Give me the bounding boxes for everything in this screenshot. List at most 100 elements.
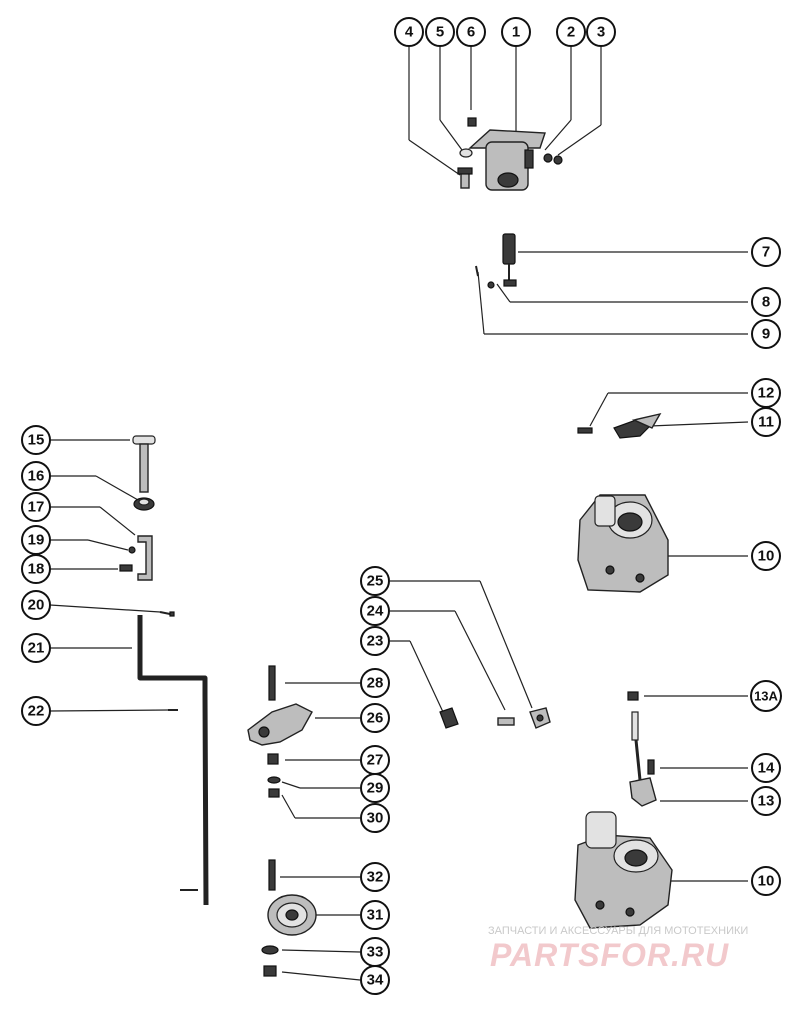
svg-text:9: 9 [762, 326, 770, 343]
svg-text:4: 4 [405, 24, 414, 41]
svg-text:2: 2 [567, 24, 575, 41]
callout-28: 28 [360, 668, 390, 698]
callout-32: 32 [360, 862, 390, 892]
svg-text:28: 28 [367, 675, 384, 692]
leader-lines-15-22 [49, 439, 169, 712]
callout-1: 1 [501, 17, 531, 47]
callout-24: 24 [360, 596, 390, 626]
washer-nut-parts-33-34 [261, 945, 279, 977]
linkage-parts-13-14 [627, 691, 657, 807]
svg-text:27: 27 [367, 752, 384, 769]
stud-part-32 [268, 859, 276, 891]
callout-7: 7 [751, 237, 781, 267]
svg-text:10: 10 [758, 548, 775, 565]
nuts-parts-27-30 [267, 753, 281, 798]
callout-22: 22 [21, 696, 51, 726]
callout-10-upper: 10 [751, 541, 781, 571]
svg-text:24: 24 [367, 603, 384, 620]
callout-16: 16 [21, 461, 51, 491]
leader-lines-23-25 [390, 580, 533, 713]
callout-23: 23 [360, 626, 390, 656]
callout-5: 5 [425, 17, 455, 47]
svg-text:1: 1 [512, 24, 520, 41]
linkage-parts-23-25 [439, 707, 551, 729]
svg-text:13A: 13A [754, 689, 778, 704]
callout-29: 29 [360, 773, 390, 803]
callout-10-lower: 10 [751, 866, 781, 896]
callout-21: 21 [21, 633, 51, 663]
callout-18: 18 [21, 554, 51, 584]
leader-lines-13-14 [644, 695, 748, 882]
svg-text:26: 26 [367, 710, 384, 727]
watermark-logo: PARTSFOR.RU [490, 937, 729, 973]
svg-text:19: 19 [28, 532, 45, 549]
pump-housing-upper-part-10 [577, 494, 669, 593]
svg-text:32: 32 [367, 869, 384, 886]
svg-text:7: 7 [762, 244, 770, 261]
callout-26: 26 [360, 703, 390, 733]
leader-lines-26-30 [281, 682, 360, 819]
svg-text:6: 6 [467, 24, 475, 41]
svg-text:22: 22 [28, 703, 45, 720]
callout-13: 13 [751, 786, 781, 816]
svg-text:33: 33 [367, 944, 384, 961]
callout-12: 12 [751, 378, 781, 408]
leader-lines-31-34 [280, 876, 361, 981]
pump-housing-lower-part-10 [574, 811, 673, 929]
callout-11: 11 [751, 407, 781, 437]
svg-text:11: 11 [758, 414, 774, 431]
stud-part-28 [268, 665, 276, 701]
svg-text:18: 18 [28, 561, 45, 578]
svg-text:31: 31 [367, 907, 384, 924]
callout-15: 15 [21, 425, 51, 455]
callout-34: 34 [360, 965, 390, 995]
callout-13a: 13A [750, 680, 782, 712]
callout-31: 31 [360, 900, 390, 930]
cam-part-26 [247, 703, 313, 746]
svg-text:34: 34 [367, 972, 384, 989]
fasteners-parts-18-20 [119, 546, 175, 617]
svg-text:5: 5 [436, 24, 444, 41]
leader-lines-7-9 [477, 251, 748, 335]
svg-text:14: 14 [758, 760, 775, 777]
callout-3: 3 [586, 17, 616, 47]
svg-text:8: 8 [762, 294, 770, 311]
fittings-parts-2-6 [457, 117, 563, 189]
grommet-part-16 [133, 497, 155, 511]
callout-19: 19 [21, 525, 51, 555]
svg-text:12: 12 [758, 385, 775, 402]
callout-4: 4 [394, 17, 424, 47]
callout-30: 30 [360, 803, 390, 833]
bolt-part-15 [132, 435, 156, 493]
callout-25: 25 [360, 566, 390, 596]
svg-text:3: 3 [597, 24, 605, 41]
plunger-parts-7-9 [475, 233, 517, 289]
diaphragm-part-31 [267, 894, 317, 936]
svg-text:20: 20 [28, 597, 45, 614]
leader-lines-top [408, 46, 602, 176]
callout-27: 27 [360, 745, 390, 775]
svg-text:10: 10 [758, 873, 775, 890]
svg-text:23: 23 [367, 633, 384, 650]
callout-6: 6 [456, 17, 486, 47]
bracket-part-17 [137, 535, 153, 581]
callout-14: 14 [751, 753, 781, 783]
callout-33: 33 [360, 937, 390, 967]
svg-text:29: 29 [367, 780, 384, 797]
link-rod-part-21 [137, 615, 209, 906]
callout-17: 17 [21, 492, 51, 522]
svg-text:30: 30 [367, 810, 384, 827]
svg-text:17: 17 [28, 499, 45, 516]
svg-text:13: 13 [758, 793, 775, 810]
lever-parts-11-12 [577, 412, 662, 439]
callout-2: 2 [556, 17, 586, 47]
leader-lines-11-12 [589, 392, 749, 427]
svg-text:25: 25 [367, 573, 384, 590]
callout-8: 8 [751, 287, 781, 317]
pump-body-part-1 [468, 129, 546, 191]
watermark-tagline: ЗАПЧАСТИ И АКСЕССУАРЫ ДЛЯ МОТОТЕХНИКИ [488, 925, 748, 937]
svg-text:15: 15 [28, 432, 45, 449]
svg-text:21: 21 [28, 640, 45, 657]
svg-text:16: 16 [28, 468, 45, 485]
